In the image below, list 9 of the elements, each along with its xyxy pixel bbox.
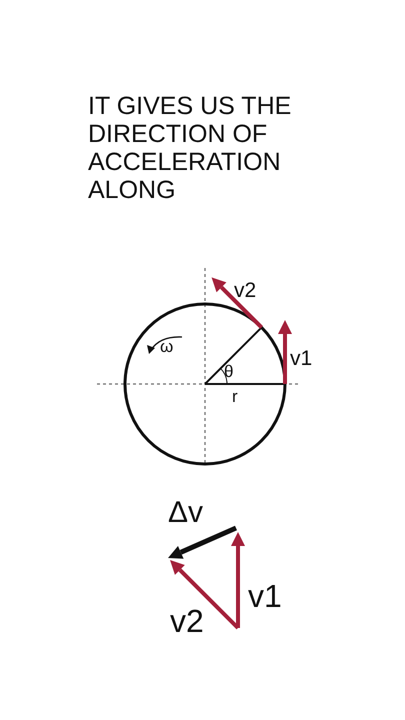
vector-label: v1 xyxy=(248,580,282,612)
vector-label: v2 xyxy=(170,605,204,637)
radius-label: r xyxy=(232,388,238,405)
vector-label: v2 xyxy=(234,280,256,301)
vector-label: v1 xyxy=(290,348,312,369)
angular-velocity-label: ω xyxy=(160,338,174,355)
vector-label: Δv xyxy=(168,498,204,528)
angle-label: θ xyxy=(224,363,234,380)
title-text: IT GIVES US THE DIRECTION OF ACCELERATION ALONG xyxy=(88,92,292,204)
